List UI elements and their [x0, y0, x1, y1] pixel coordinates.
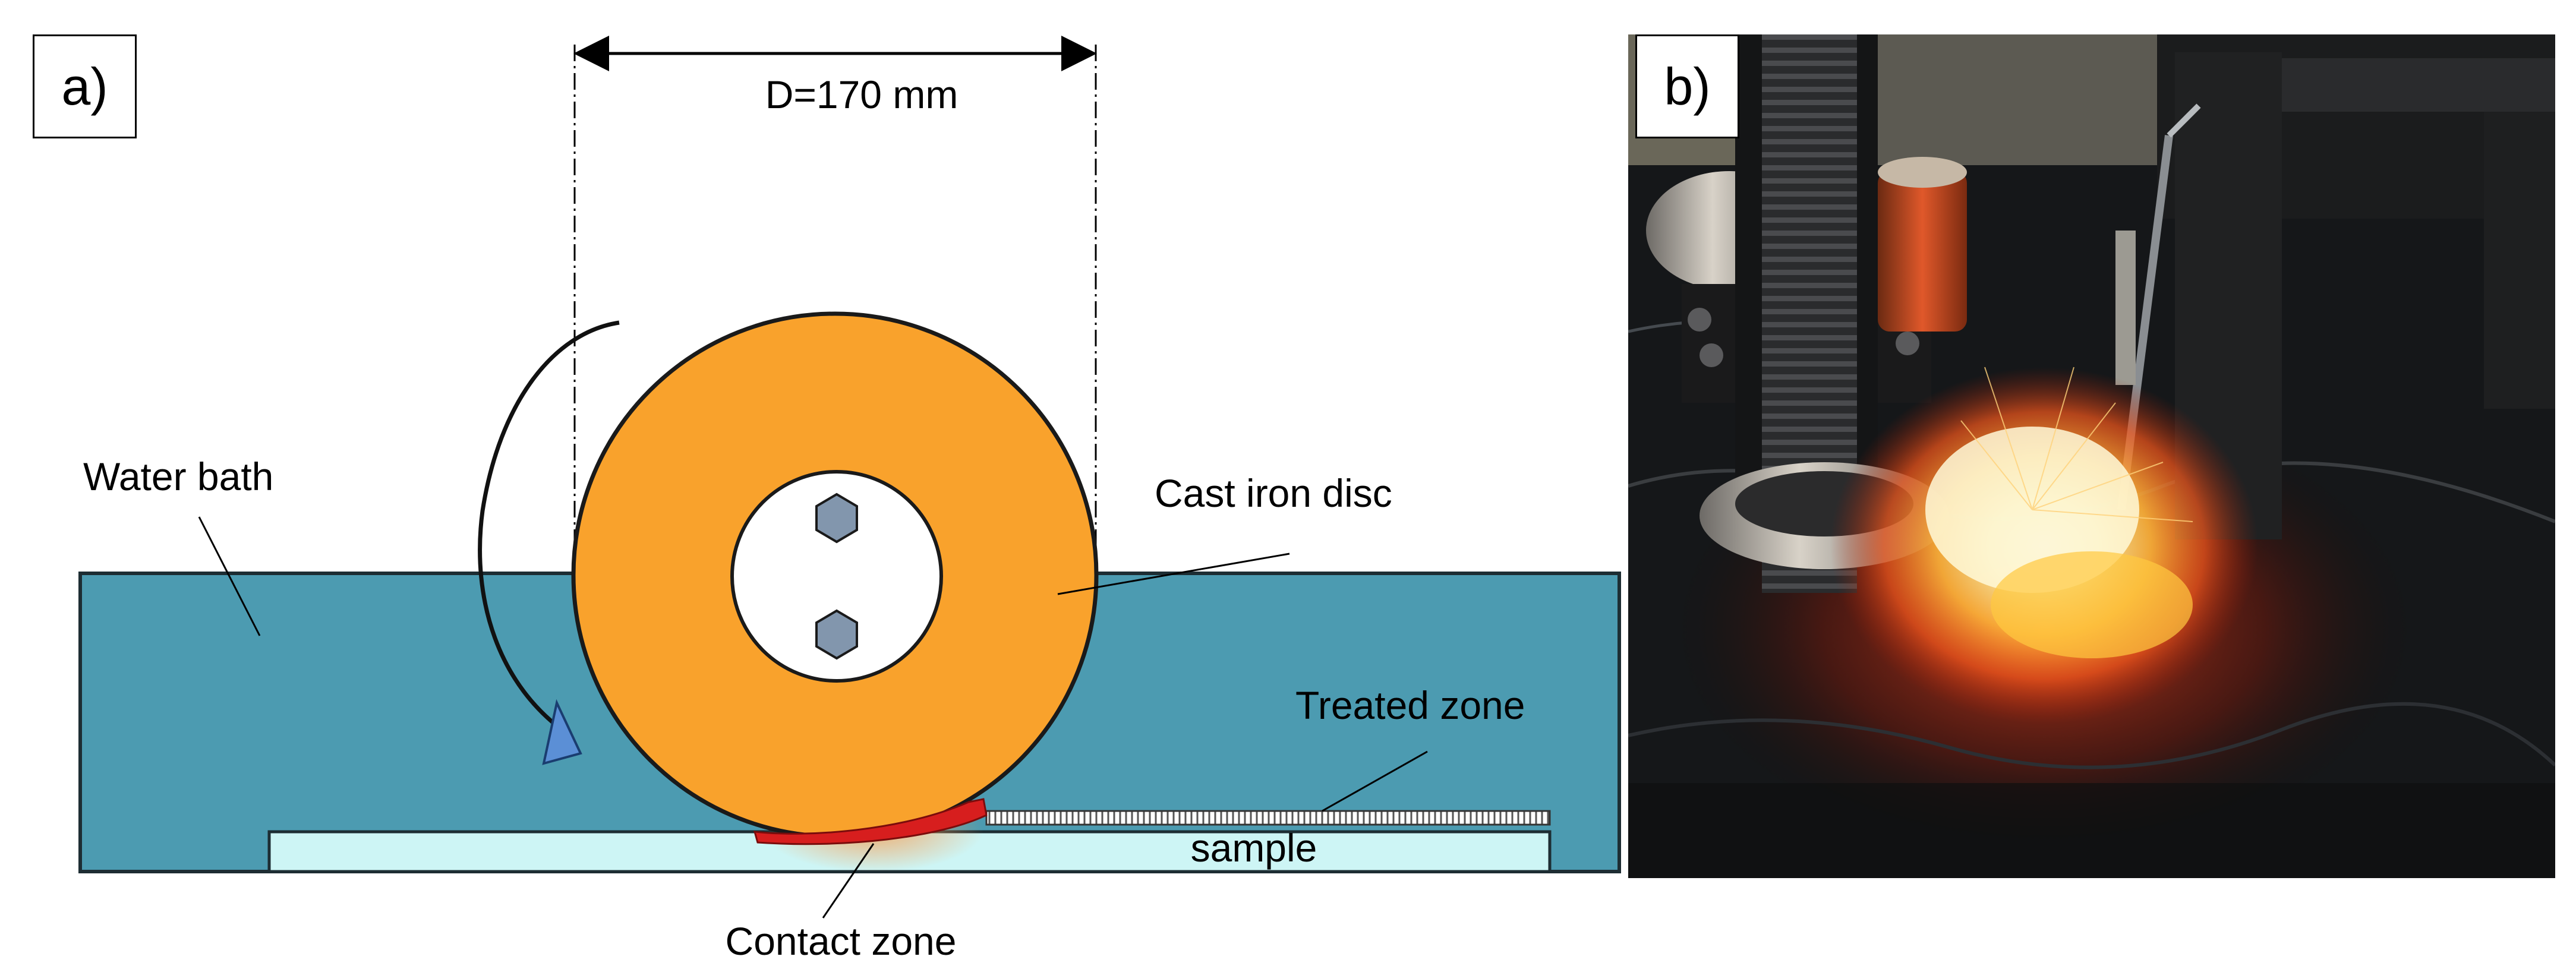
dimension-text: D=170 mm: [765, 72, 958, 116]
label-contact-zone: Contact zone: [726, 919, 957, 963]
bolt-top: [815, 493, 858, 544]
treated-zone-strip: [985, 810, 1551, 826]
rotation-arrowhead: [542, 699, 582, 765]
leader-cast-iron-disc: [1057, 553, 1290, 595]
photo-icon: [1628, 34, 2555, 878]
disc-hub: [730, 470, 943, 683]
contact-zone-mark: [753, 798, 988, 845]
panel-b-label: b): [1635, 34, 1739, 138]
experiment-photo: [1628, 34, 2555, 878]
schematic-diagram: D=170 mm Water bath Cast iron disc Treat…: [78, 36, 1621, 963]
rotation-arrow: [478, 320, 620, 736]
leader-contact-zone: [822, 843, 875, 919]
panel-a-label: a): [33, 34, 137, 138]
label-treated-zone: Treated zone: [1295, 683, 1525, 727]
label-water-bath: Water bath: [83, 454, 273, 498]
label-cast-iron-disc: Cast iron disc: [1155, 471, 1392, 515]
bolt-bottom: [815, 609, 858, 660]
leader-water-bath: [198, 516, 261, 636]
label-sample: sample: [1191, 826, 1317, 870]
leader-treated-zone: [1322, 750, 1428, 812]
